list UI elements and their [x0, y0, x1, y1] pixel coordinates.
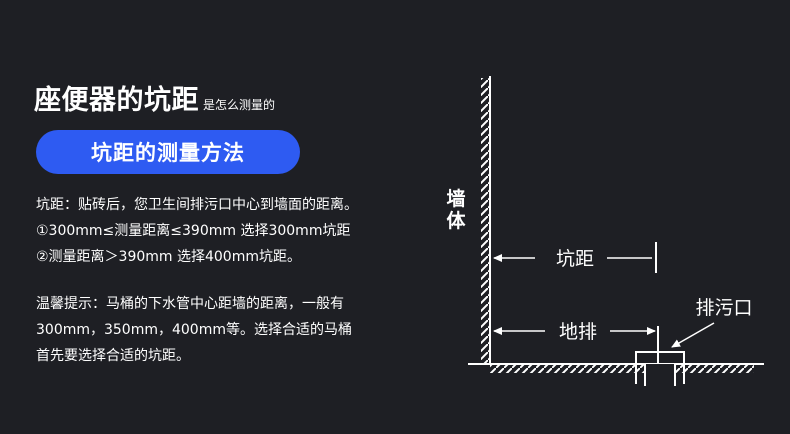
tip-line: 温馨提示：马桶的下水管中心距墙的距离，一般有: [36, 296, 344, 312]
wall-label-2: 体: [446, 209, 466, 232]
pit-distance-dimension: [493, 242, 657, 273]
section-pill: 坑距的测量方法: [36, 130, 300, 174]
floor: [468, 363, 764, 373]
description-line: ①300mm≤测量距离≤390mm 选择300mm坑距: [36, 223, 351, 239]
pit-distance-label: 坑距: [556, 248, 594, 270]
outlet-leader-arrow: [671, 322, 715, 348]
section-pill-label: 坑距的测量方法: [91, 141, 245, 165]
wall-label-1: 墙: [446, 187, 465, 210]
drain-pipe: [635, 326, 685, 386]
outlet-label: 排污口: [695, 297, 752, 319]
title-main: 座便器的坑距: [34, 85, 199, 116]
tip-line: 300mm，350mm，400mm等。选择合适的马桶: [36, 322, 352, 338]
wall: [481, 76, 491, 364]
description-block: 坑距：贴砖后，您卫生间排污口中心到墙面的距离。 ①300mm≤测量距离≤390m…: [36, 192, 358, 270]
title-subtitle: 是怎么测量的: [203, 98, 276, 112]
page-title: 座便器的坑距是怎么测量的: [34, 78, 275, 117]
tip-block: 温馨提示：马桶的下水管中心距墙的距离，一般有 300mm，350mm，400mm…: [36, 291, 352, 369]
description-line: ②测量距离＞390mm 选择400mm坑距。: [36, 249, 301, 265]
description-line: 坑距：贴砖后，您卫生间排污口中心到墙面的距离。: [36, 197, 358, 213]
floor-drain-label: 地排: [559, 321, 597, 343]
tip-line: 首先要选择合适的坑距。: [36, 348, 190, 364]
